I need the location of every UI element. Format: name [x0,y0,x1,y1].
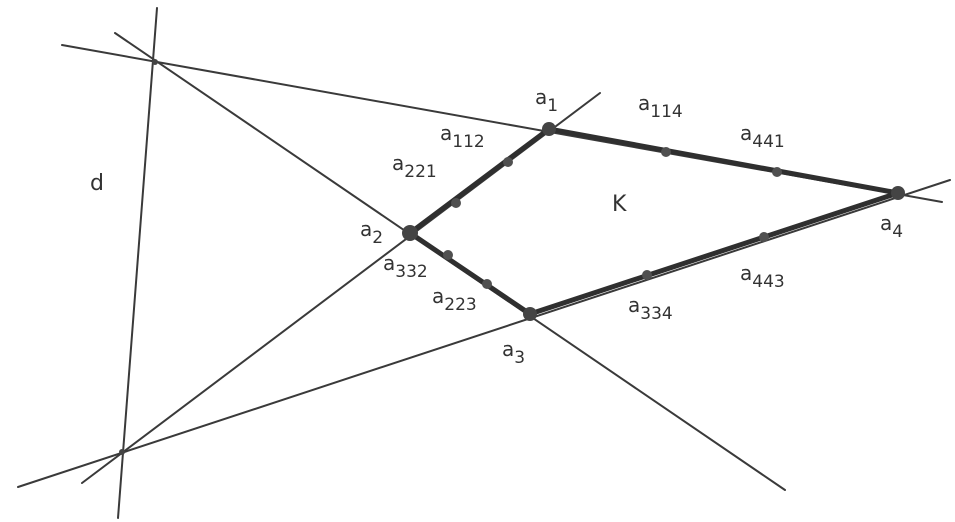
label-a334: a334 [628,293,673,324]
point-a334 [642,270,652,280]
point-a4 [891,186,905,200]
point-a2 [402,225,418,241]
point-a112 [503,157,513,167]
point-a221 [451,198,461,208]
label-a1: a1 [535,85,558,116]
point-d-intersection [119,449,125,455]
point-top-intersection [152,59,158,65]
label-a443: a443 [740,261,785,292]
label-d: d [90,171,104,196]
label-a4: a4 [880,211,903,242]
label-a223: a223 [432,284,477,315]
edge-a2-a3 [407,230,533,317]
label-a332: a332 [383,251,428,282]
point-a3 [523,307,537,321]
label-a441: a441 [740,121,785,152]
point-a443 [759,232,769,242]
edge-a3-a4 [527,190,901,317]
line-d [117,7,158,519]
label-a112: a112 [440,121,485,152]
label-a3: a3 [502,337,525,368]
edge-a1-a4 [546,126,901,196]
label-K: K [612,192,627,217]
point-a441 [772,167,782,177]
label-a2: a2 [360,217,383,248]
point-a332 [443,250,453,260]
point-a223 [482,279,492,289]
label-a114: a114 [638,91,683,122]
edge-a1-a2 [407,126,552,236]
point-a114 [661,147,671,157]
point-a1 [542,122,556,136]
line-a3-a4 [17,179,951,488]
label-a221: a221 [392,151,437,182]
